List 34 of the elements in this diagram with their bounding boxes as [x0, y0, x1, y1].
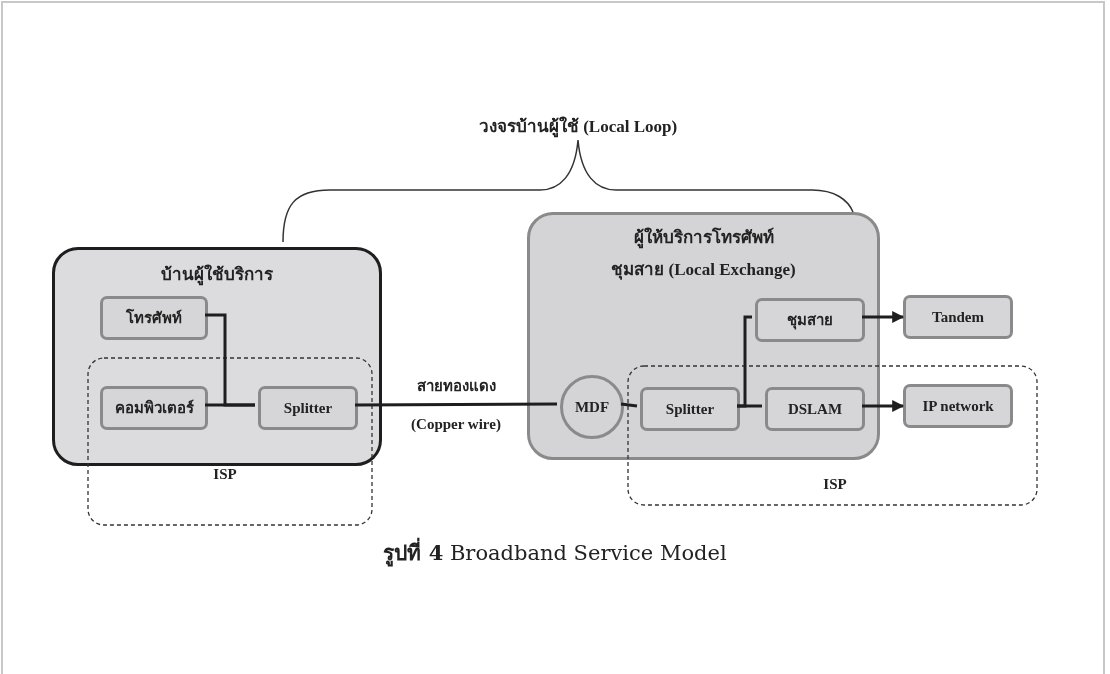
node-label: ชุมสาย [787, 311, 833, 332]
node-label: Tandem [932, 308, 984, 326]
node-label: IP network [922, 397, 994, 415]
panel-heading: ชุมสาย (Local Exchange) [611, 259, 796, 282]
customer-home-panel [52, 247, 382, 466]
device-box [765, 387, 865, 431]
arrow [862, 311, 905, 323]
region-label: ISP [822, 476, 848, 493]
panel-heading: ผู้ให้บริการโทรศัพท์ [633, 226, 774, 250]
device-box [903, 384, 1013, 428]
region-label: ISP [212, 466, 238, 483]
node-label: Splitter [665, 400, 715, 418]
mdf-circle [560, 375, 624, 439]
device-box [100, 386, 208, 430]
device-box [755, 298, 865, 342]
connector-line [620, 402, 638, 408]
node-label: MDF [574, 398, 610, 416]
node-label: Splitter [283, 399, 333, 417]
device-box [258, 386, 358, 430]
connector-line [355, 402, 557, 407]
device-box [903, 295, 1013, 339]
device-box [640, 387, 740, 431]
connector-line [205, 403, 255, 407]
node-label: DSLAM [787, 400, 843, 418]
device-box [100, 296, 208, 340]
node-label: คอมพิวเตอร์ [114, 398, 194, 418]
arrow [862, 400, 905, 412]
bracket-label: วงจรบ้านผู้ใช้ (Local Loop) [477, 115, 679, 139]
edge-label: สายทองแดง (Copper wire) [410, 377, 502, 434]
connector-line [737, 404, 762, 408]
figure-caption: รูปที่ 4 Broadband Service Model [255, 536, 855, 569]
local-exchange-panel [527, 212, 880, 460]
node-label: โทรศัพท์ [126, 308, 182, 328]
panel-heading: บ้านผู้ใช้บริการ [161, 263, 273, 287]
